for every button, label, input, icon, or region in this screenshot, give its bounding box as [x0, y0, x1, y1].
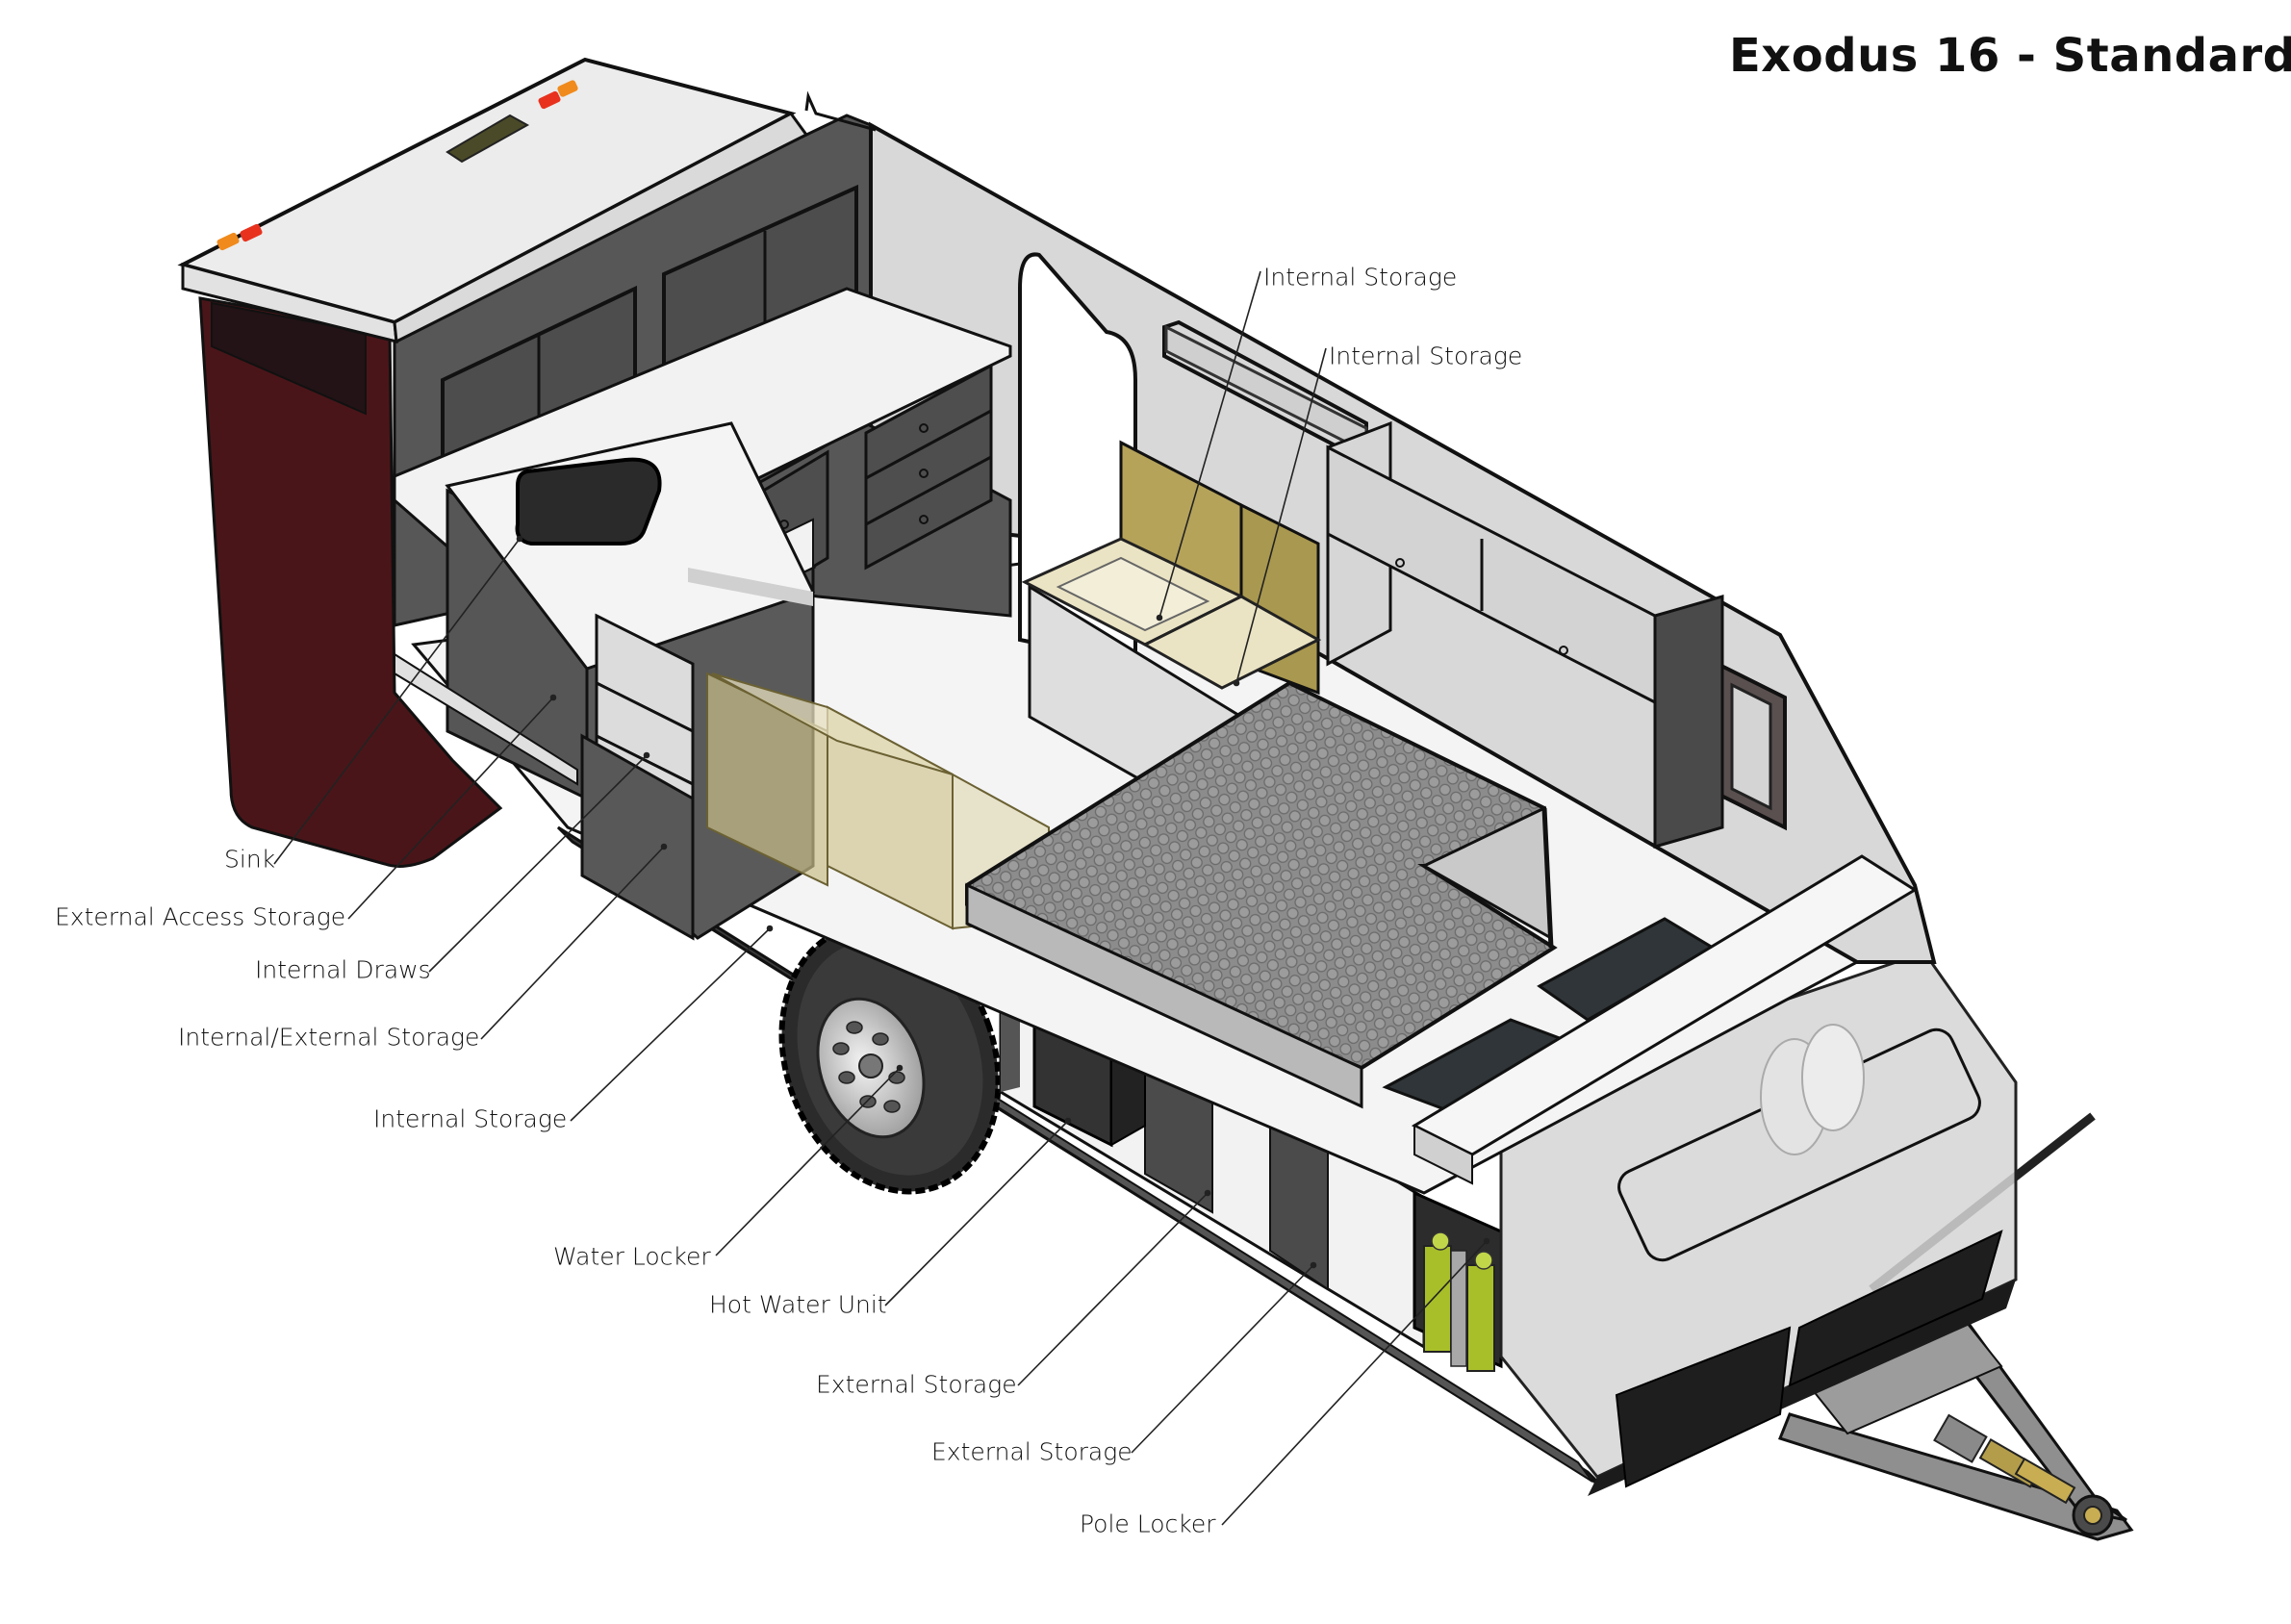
bed	[965, 680, 1918, 1185]
front-storage-box	[1499, 951, 2018, 1496]
label-internal-draws: Internal Draws	[255, 955, 431, 984]
label-water-locker: Water Locker	[553, 1242, 711, 1271]
under-bed-storage	[706, 672, 1050, 930]
label-external-storage-1: External Storage	[816, 1370, 1017, 1399]
wheel	[778, 922, 1002, 1195]
label-internal-storage-seat-1: Internal Storage	[1263, 263, 1458, 292]
leader-lines	[273, 270, 1490, 1526]
label-external-access-storage: External Access Storage	[55, 902, 346, 931]
diagram-title: Exodus 16 - Standard	[1729, 29, 2291, 83]
label-external-storage-2: External Storage	[931, 1437, 1133, 1466]
label-internal-external-storage: Internal/External Storage	[178, 1023, 480, 1052]
rear-panel	[198, 296, 578, 868]
label-internal-storage-seat-2: Internal Storage	[1329, 342, 1523, 370]
label-pole-locker: Pole Locker	[1080, 1510, 1216, 1538]
roof	[177, 57, 877, 344]
label-hot-water-unit: Hot Water Unit	[709, 1290, 887, 1319]
label-internal-storage-rear: Internal Storage	[373, 1104, 568, 1133]
label-sink: Sink	[224, 845, 276, 874]
